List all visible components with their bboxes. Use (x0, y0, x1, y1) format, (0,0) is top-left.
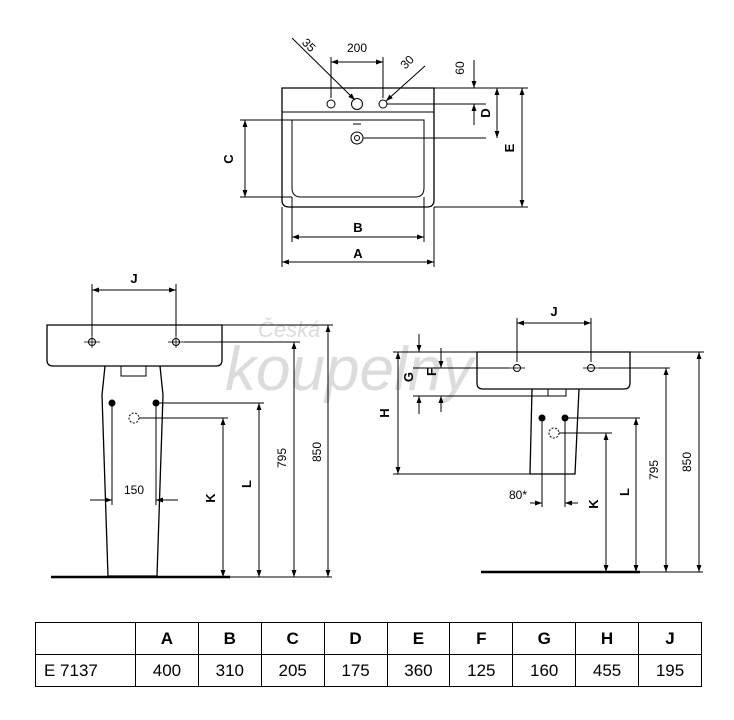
top-view (240, 37, 528, 267)
model-cell: E 7137 (35, 654, 136, 687)
side-semi-pedestal-outline (529, 388, 580, 475)
table-header-cell: E (386, 622, 451, 655)
front-label-L: L (239, 480, 254, 488)
front-basin-outline (46, 324, 223, 367)
label-H: H (377, 408, 392, 417)
table-cell: 160 (512, 654, 577, 687)
side-dim-850: 850 (680, 452, 694, 472)
front-view (46, 284, 333, 579)
label-C: C (221, 154, 236, 164)
table-header-cell: G (512, 622, 577, 655)
label-D: D (478, 108, 493, 117)
tap-hole-center (351, 98, 363, 110)
label-E: E (502, 143, 517, 152)
side-label-L: L (617, 488, 632, 496)
table-cell: 125 (449, 654, 514, 687)
table-row: E 7137 400 310 205 175 360 125 160 455 1… (35, 654, 702, 687)
watermark-small: Česká (258, 317, 320, 342)
dim-80-label: 80* (509, 488, 527, 502)
side-label-J: J (550, 304, 557, 319)
top-basin-outline (281, 87, 435, 208)
dim-150-label: 150 (124, 483, 144, 497)
table-cell: 205 (260, 654, 325, 687)
table-header-cell: B (197, 622, 262, 655)
side-basin-outline (476, 351, 631, 390)
table-header-cell: D (323, 622, 388, 655)
front-label-K: K (203, 493, 218, 503)
watermark-large: koupelny (225, 335, 477, 404)
table-header-cell: A (135, 622, 199, 655)
table-cell: 360 (386, 654, 451, 687)
dimensions-table: A B C D E F G H J E 7137 400 310 205 175… (35, 622, 702, 687)
dim-60-label: 60 (453, 61, 467, 75)
front-view-labels: J 150 K L 795 850 (124, 271, 324, 503)
table-header-cell: C (260, 622, 325, 655)
dim-30-label: 30 (397, 52, 417, 72)
side-view-labels: J G F H 80* K L 795 850 (377, 304, 694, 509)
tap-hole-left (326, 99, 336, 109)
label-F: F (424, 368, 439, 376)
dim-200-label: 200 (347, 41, 367, 55)
table-cell: 400 (135, 654, 199, 687)
table-header-cell: H (575, 622, 639, 655)
table-cell: 455 (575, 654, 639, 687)
side-label-K: K (586, 499, 601, 509)
table-header-row: A B C D E F G H J (35, 622, 702, 655)
front-label-J: J (130, 271, 137, 286)
dim-35-label: 35 (299, 35, 319, 55)
side-dim-795: 795 (647, 460, 661, 480)
watermark: Česká koupelny (225, 317, 477, 404)
top-bowl-outline (291, 119, 425, 198)
tap-hole-right (378, 99, 388, 109)
table-header-cell: J (638, 622, 702, 655)
label-G: G (401, 372, 416, 382)
side-view (393, 318, 704, 574)
label-B: B (353, 220, 362, 235)
top-view-labels: 200 35 30 60 D E C B A (221, 35, 517, 261)
drain-hole (350, 131, 364, 145)
front-pedestal-outline (101, 365, 164, 577)
table-cell: 175 (323, 654, 388, 687)
front-dim-850: 850 (310, 442, 324, 462)
label-A: A (353, 246, 363, 261)
technical-drawing: Česká koupelny (46, 35, 704, 579)
table-header-cell (35, 622, 136, 655)
table-cell: 195 (638, 654, 702, 687)
table-header-cell: F (449, 622, 514, 655)
front-dim-795: 795 (275, 448, 289, 468)
table-cell: 310 (197, 654, 262, 687)
